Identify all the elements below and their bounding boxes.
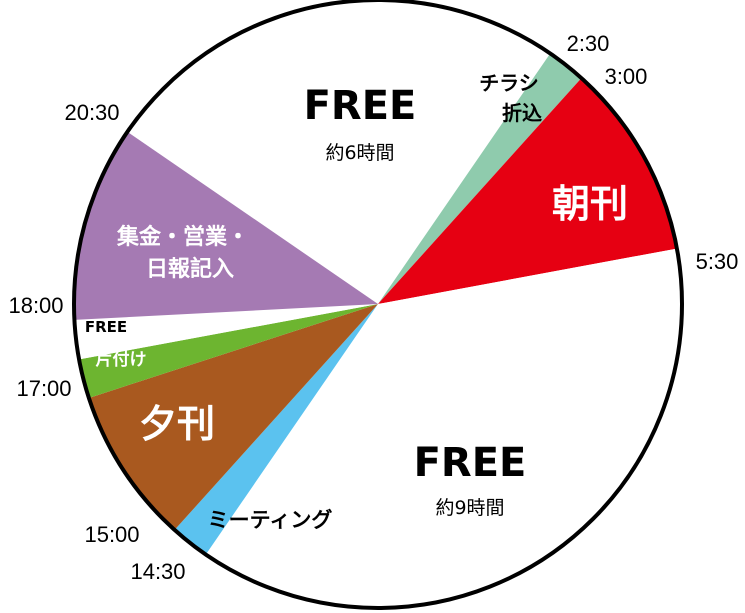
tick-label-18-00: 18:00 [8, 293, 63, 318]
pie-slice-2 [378, 78, 677, 304]
tick-label-20-30: 20:30 [64, 100, 119, 125]
label-collection-line1: 集金・営業・ [116, 224, 249, 250]
pie-slice-3 [205, 248, 683, 609]
label-free-day: FREE [414, 440, 527, 486]
label-free-night-duration: 約6時間 [325, 142, 394, 164]
tick-label-14-30: 14:30 [130, 559, 185, 584]
pie-outline [72, 0, 684, 610]
label-flyer-insert-line2: 折込 [502, 101, 542, 125]
pie-slice-4 [174, 304, 378, 555]
label-cleanup: 片付け [96, 349, 147, 370]
label-morning-edition: 朝刊 [552, 182, 628, 226]
pie-slice-6 [79, 304, 378, 398]
label-flyer-insert-line1: チラシ [479, 71, 539, 95]
tick-label-17-00: 17:00 [16, 376, 71, 401]
pie-slice-1 [378, 53, 582, 304]
pie-slice-8 [73, 131, 378, 320]
tick-label-15-00: 15:00 [84, 522, 139, 547]
label-evening-edition: 夕刊 [139, 402, 215, 446]
label-collection-line2: 日報記入 [146, 256, 234, 282]
tick-label-3-00: 3:00 [605, 64, 648, 89]
tick-label-2-30: 2:30 [567, 31, 610, 56]
pie-slice-0 [127, 0, 551, 304]
label-free-night: FREE [304, 83, 417, 129]
tick-label-5-30: 5:30 [696, 249, 739, 274]
pie-slice-7 [74, 304, 378, 360]
label-free-day-duration: 約9時間 [435, 497, 504, 519]
pie-slice-5 [88, 304, 379, 530]
label-meeting: ミーティング [208, 508, 333, 532]
label-free-short: FREE [85, 318, 127, 336]
